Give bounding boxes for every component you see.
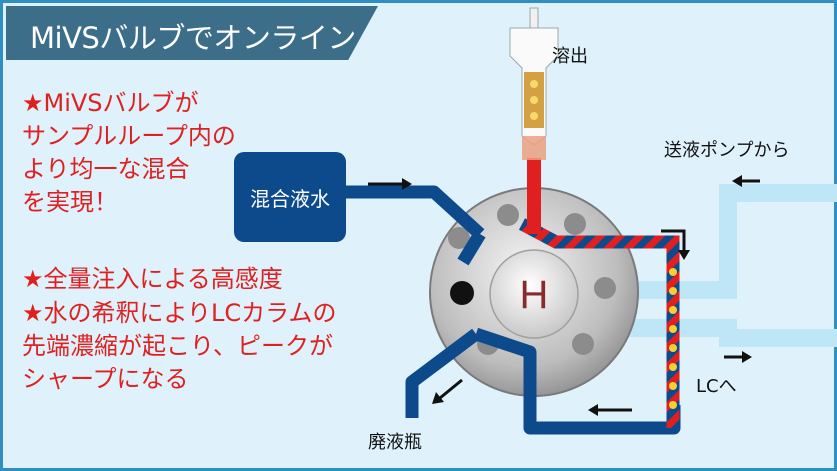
feature-line-2: サンプルループ内の [22,122,236,150]
mix-water-box [234,152,346,242]
loop-beads [669,268,677,409]
elution-column [509,7,559,160]
valve-port-dot [450,281,474,305]
elution-label: 溶出 [552,46,588,67]
feature-line-4: を実現！ [22,188,118,216]
title-banner: MiVSバルブでオンライン [6,6,378,60]
elution-red-line [527,158,541,234]
page-title: MiVSバルブでオンライン [30,21,356,55]
feature-line-3: より均一な混合 [22,155,190,183]
feature-line-1: ★MiVSバルブが [22,89,199,117]
arrow-to-waste [439,378,463,400]
feature-line-7: 先端濃縮が起こり、ピークが [22,332,334,360]
waste-label: 廃液瓶 [368,432,422,453]
mix-water-label: 混合液水 [250,187,330,211]
flow-arrows [368,175,760,416]
arrow-loop-turn [661,229,686,250]
to-lc-label: LCへ [696,376,737,397]
valve-hub [489,249,579,339]
feature-line-6: ★水の希釈によりLCカラムの [22,299,337,327]
from-pump-label: 送液ポンプから [664,140,790,161]
feature-line-8: シャープになる [22,365,189,393]
valve-letter: H [520,273,549,317]
feature-line-5: ★全量注入による高感度 [22,265,283,293]
